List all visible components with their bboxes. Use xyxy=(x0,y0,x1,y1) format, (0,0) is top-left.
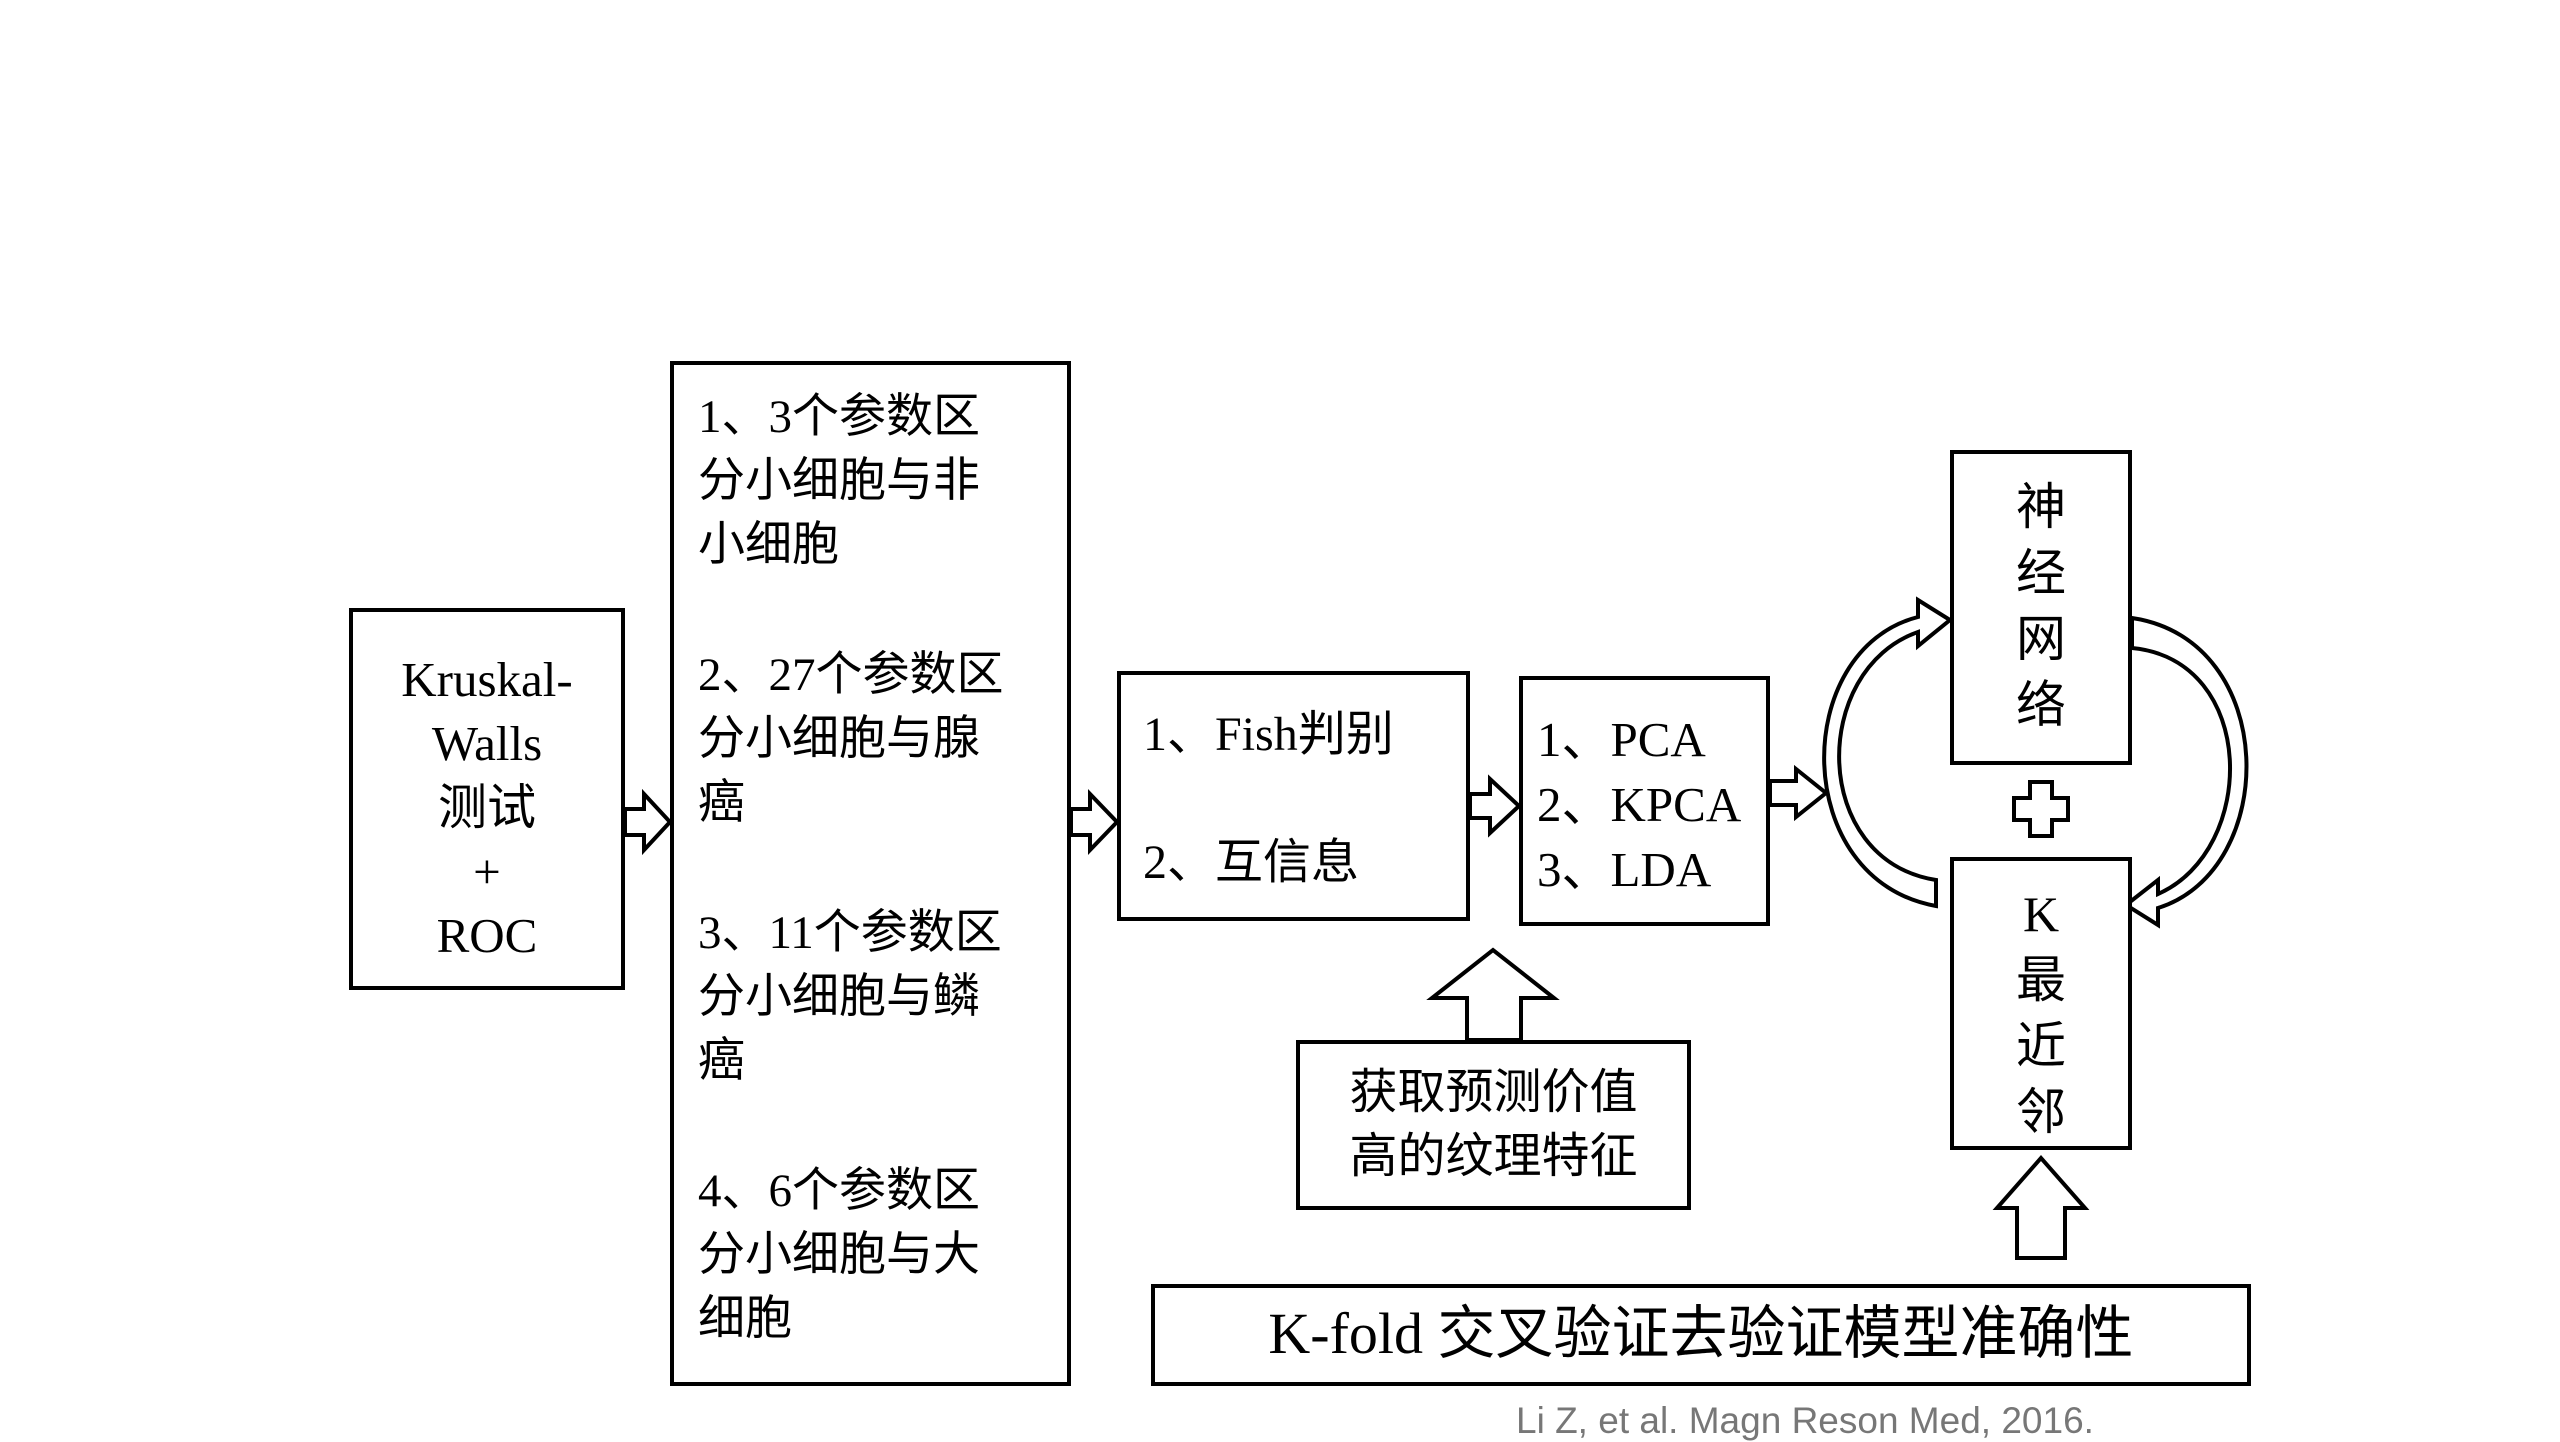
curve-arrow-right xyxy=(2122,615,2249,929)
neural-network-box: 神 经 网 络 xyxy=(1950,450,2132,765)
group-2: 2、27个参数区 分小细胞与腺 癌 xyxy=(698,643,1067,835)
kw-line-1: Kruskal- xyxy=(401,652,573,707)
group-3-line-1: 3、11个参数区 xyxy=(698,907,1002,959)
kfold-label: K-fold 交叉验证去验证模型准确性 xyxy=(1268,1301,2134,1366)
group-4: 4、6个参数区 分小细胞与大 细胞 xyxy=(698,1159,1067,1351)
arrow-texture-up xyxy=(1426,947,1560,1042)
dimred-item-1: 1、PCA xyxy=(1537,712,1706,767)
group-2-line-2: 分小细胞与腺 xyxy=(698,713,980,765)
knn-char-4: 邻 xyxy=(2016,1084,2066,1140)
kw-line-2: Walls xyxy=(431,716,543,771)
group-1-line-2: 分小细胞与非 xyxy=(698,455,980,507)
arrow-groups-to-selection xyxy=(1069,789,1120,855)
knn-char-2: 最 xyxy=(2016,952,2066,1008)
kw-line-4: + xyxy=(473,844,501,899)
knn-char-1: K xyxy=(2022,886,2060,942)
dimension-reduction-box: 1、PCA 2、KPCA 3、LDA xyxy=(1519,676,1770,926)
parameter-groups-box: 1、3个参数区 分小细胞与非 小细胞 2、27个参数区 分小细胞与腺 癌 3、1… xyxy=(670,361,1071,1386)
k-nearest-neighbor-box: K 最 近 邻 xyxy=(1950,857,2132,1150)
arrow-kw-to-groups xyxy=(623,788,673,856)
group-2-line-1: 2、27个参数区 xyxy=(698,649,1004,701)
group-1-line-1: 1、3个参数区 xyxy=(698,391,980,443)
texture-line-2: 高的纹理特征 xyxy=(1349,1130,1638,1183)
selection-item-2: 2、互信息 xyxy=(1143,836,1360,889)
feature-selection-box: 1、Fish判别 2、互信息 xyxy=(1117,671,1470,921)
plus-icon xyxy=(2012,780,2070,838)
dimred-item-2: 2、KPCA xyxy=(1537,777,1742,832)
kw-line-3: 测试 xyxy=(437,780,536,835)
nn-char-4: 络 xyxy=(2016,677,2066,733)
kruskal-roc-box: Kruskal- Walls 测试 + ROC xyxy=(349,608,625,990)
kw-line-5: ROC xyxy=(436,908,538,963)
dimred-item-3: 3、LDA xyxy=(1537,842,1712,897)
arrow-selection-to-dimred xyxy=(1468,774,1522,838)
nn-char-3: 网 xyxy=(2016,611,2066,667)
group-3: 3、11个参数区 分小细胞与鳞 癌 xyxy=(698,901,1067,1093)
group-4-line-1: 4、6个参数区 xyxy=(698,1165,980,1217)
knn-char-3: 近 xyxy=(2016,1018,2066,1074)
group-2-line-3: 癌 xyxy=(698,777,745,829)
texture-feature-box: 获取预测价值 高的纹理特征 xyxy=(1296,1040,1691,1210)
arrow-dimred-to-models xyxy=(1768,764,1830,822)
arrow-kfold-up xyxy=(1992,1154,2090,1260)
group-4-line-3: 细胞 xyxy=(698,1293,792,1345)
group-4-line-2: 分小细胞与大 xyxy=(698,1229,980,1281)
group-1: 1、3个参数区 分小细胞与非 小细胞 xyxy=(698,385,1067,577)
nn-char-1: 神 xyxy=(2016,479,2066,535)
curve-arrow-left xyxy=(1822,596,1954,909)
texture-line-1: 获取预测价值 xyxy=(1349,1066,1638,1119)
citation: Li Z, et al. Magn Reson Med, 2016. xyxy=(1516,1400,2094,1441)
nn-char-2: 经 xyxy=(2016,545,2066,601)
group-3-line-3: 癌 xyxy=(698,1035,745,1087)
selection-item-1: 1、Fish判别 xyxy=(1143,708,1394,761)
kfold-validation-box: K-fold 交叉验证去验证模型准确性 xyxy=(1151,1284,2251,1386)
group-1-line-3: 小细胞 xyxy=(698,519,839,571)
group-3-line-2: 分小细胞与鳞 xyxy=(698,971,980,1023)
